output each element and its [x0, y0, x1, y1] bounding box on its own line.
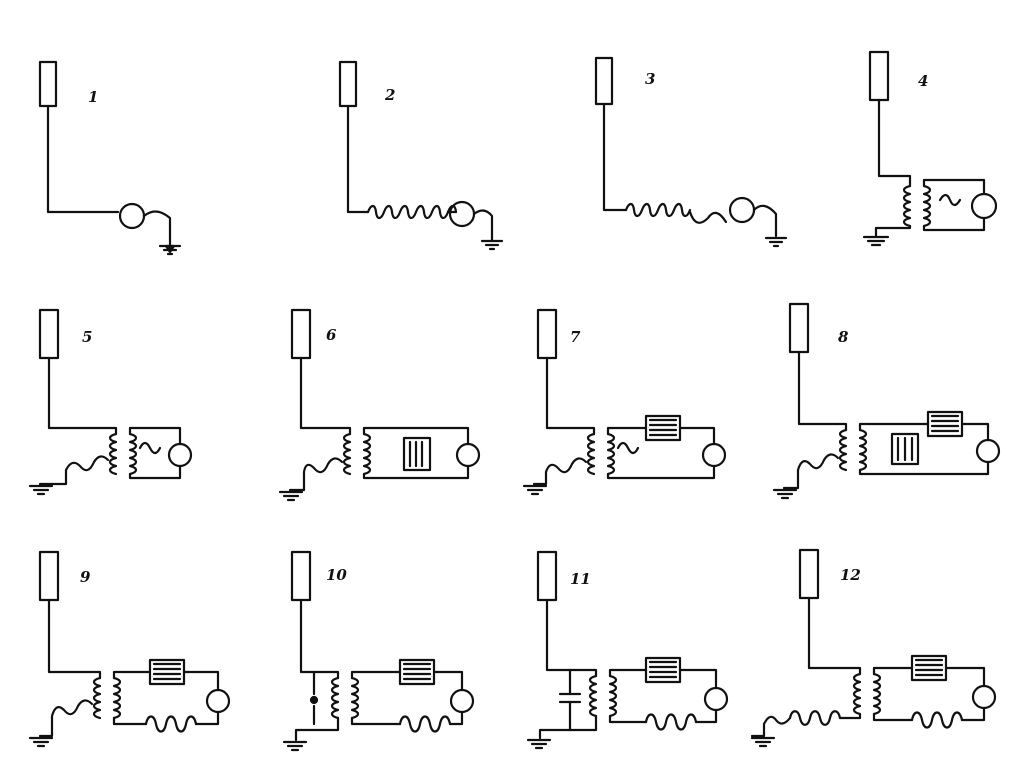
ground-icon [158, 244, 182, 256]
condenser-icon [644, 414, 682, 442]
inductance-coil-icon [144, 715, 198, 733]
figure-9-circuit [28, 550, 231, 748]
condenser-icon [558, 692, 582, 704]
alternator-icon [167, 442, 193, 468]
secondary-coil-icon [128, 432, 138, 476]
secondary-coil-icon [350, 676, 360, 720]
primary-coil-icon [342, 432, 352, 476]
figure-number-11: 11 [570, 570, 591, 588]
figure-7-circuit [522, 308, 727, 496]
alternator-icon [971, 684, 997, 710]
figure-number-10: 10 [326, 566, 347, 584]
condenser-icon [398, 658, 436, 686]
ground-icon [28, 736, 54, 748]
antenna-capacity-icon [38, 308, 60, 360]
figure-1-circuit [38, 60, 182, 256]
antenna-capacity-icon [594, 56, 614, 106]
alternator-icon [728, 196, 756, 224]
condenser-icon [926, 410, 964, 438]
spark-gap-icon [309, 695, 319, 705]
figure-number-5: 5 [82, 328, 93, 346]
secondary-coil-icon [872, 672, 882, 716]
primary-coil-icon [902, 184, 912, 228]
primary-coil-icon [330, 676, 340, 720]
primary-coil-icon [852, 672, 862, 716]
figure-12-circuit [750, 548, 997, 748]
ground-icon [28, 484, 54, 496]
figure-4-circuit [862, 50, 998, 247]
ground-icon [522, 484, 548, 496]
primary-coil-icon [588, 674, 598, 718]
figure-number-4: 4 [918, 72, 929, 90]
figure-2-circuit [338, 60, 504, 251]
ground-icon [282, 740, 308, 752]
secondary-coil-icon [608, 674, 618, 718]
alternator-icon [703, 686, 729, 712]
figure-5-circuit [28, 308, 193, 496]
alternator-icon [118, 202, 146, 230]
antenna-capacity-icon [338, 60, 358, 108]
figure-number-12: 12 [840, 566, 861, 584]
figure-number-3: 3 [645, 70, 656, 88]
inductance-coil-icon [644, 713, 698, 731]
alternator-icon [205, 688, 231, 714]
antenna-capacity-icon [536, 308, 558, 360]
antenna-capacity-icon [788, 302, 810, 354]
antenna-capacity-icon [38, 550, 60, 602]
antenna-capacity-icon [290, 550, 312, 602]
ground-icon [862, 235, 890, 247]
inductance-coil-icon [788, 710, 842, 726]
primary-coil-icon [838, 428, 848, 472]
figure-3-circuit [594, 56, 788, 248]
figure-11-circuit [526, 550, 729, 750]
figure-number-8: 8 [838, 328, 849, 346]
alternator-icon [455, 442, 481, 468]
condenser-icon [890, 432, 920, 466]
condenser-icon [402, 436, 432, 472]
alternator-icon [975, 438, 1001, 464]
secondary-coil-icon [362, 432, 372, 476]
secondary-coil-icon [922, 184, 932, 228]
secondary-coil-icon [606, 432, 616, 476]
figure-6-circuit [278, 308, 481, 502]
secondary-coil-icon [112, 676, 122, 720]
figure-10-circuit [282, 550, 475, 752]
alternator-icon [970, 192, 998, 220]
ground-icon [772, 488, 798, 500]
figure-number-9: 9 [80, 568, 91, 586]
ground-icon [278, 490, 304, 502]
inductance-coil-icon [398, 715, 452, 733]
figure-number-6: 6 [326, 326, 337, 344]
figure-number-1: 1 [88, 88, 99, 106]
antenna-capacity-icon [536, 550, 558, 602]
ground-icon [526, 738, 552, 750]
secondary-coil-icon [858, 428, 868, 472]
ground-icon [750, 736, 776, 748]
antenna-capacity-icon [38, 60, 58, 108]
inductance-coil-icon [910, 711, 964, 729]
primary-coil-icon [92, 676, 102, 720]
alternator-icon [448, 200, 476, 228]
figure-number-2: 2 [385, 86, 396, 104]
primary-coil-icon [108, 432, 118, 476]
alternator-icon [449, 688, 475, 714]
antenna-capacity-icon [868, 50, 890, 102]
condenser-icon [148, 658, 186, 686]
figure-number-7: 7 [570, 328, 581, 346]
alternator-icon [701, 442, 727, 468]
coil-icon [624, 202, 692, 218]
coil-icon [366, 204, 458, 220]
primary-coil-icon [586, 432, 596, 476]
ground-icon [764, 236, 788, 248]
condenser-icon [910, 654, 948, 682]
antenna-capacity-icon [798, 548, 820, 600]
antenna-capacity-icon [290, 308, 312, 360]
figure-8-circuit [772, 302, 1001, 500]
ground-icon [480, 239, 504, 251]
condenser-icon [644, 656, 682, 684]
